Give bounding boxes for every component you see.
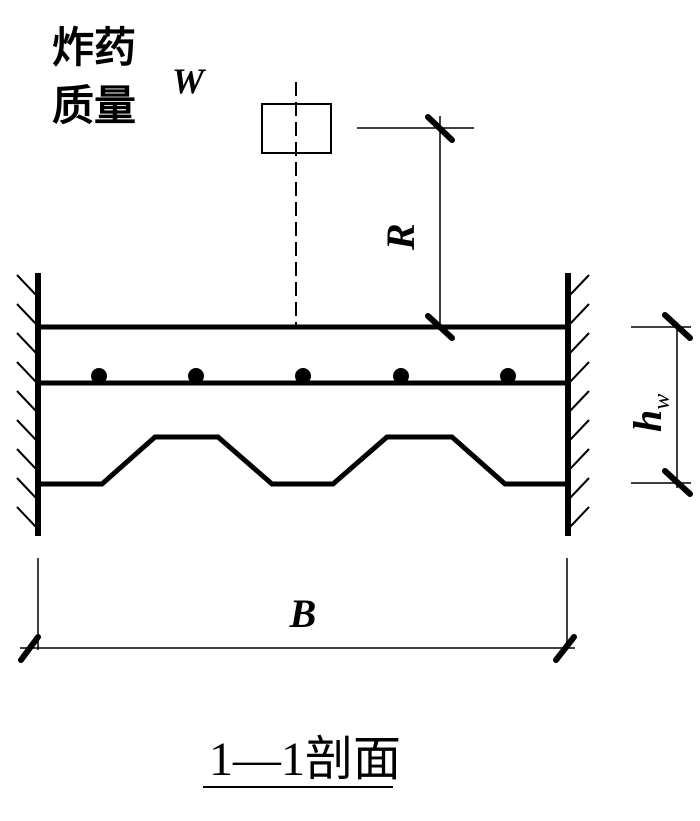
rebar-dot xyxy=(91,368,107,384)
hatch-stroke xyxy=(569,390,590,412)
hw-dimension: hw xyxy=(625,312,693,497)
b-tick-left xyxy=(18,634,41,663)
b-dimension: B xyxy=(18,558,577,663)
r-label: R xyxy=(378,223,423,251)
hatch-stroke xyxy=(569,477,590,499)
hatch-stroke xyxy=(16,332,37,354)
hatch-stroke xyxy=(16,361,37,383)
hatch-stroke xyxy=(16,506,37,528)
hatch-stroke xyxy=(569,303,590,325)
hatch-stroke xyxy=(16,390,37,412)
hw-label: hw xyxy=(625,394,675,432)
charge-label-line2: 质量 xyxy=(52,81,136,130)
hatch-stroke xyxy=(569,419,590,441)
hw-label-subscript: w xyxy=(649,394,675,410)
hatch-stroke xyxy=(16,274,37,296)
rebar-dot xyxy=(188,368,204,384)
hatch-stroke xyxy=(569,274,590,296)
rebar-dot xyxy=(295,368,311,384)
charge-symbol-w: W xyxy=(172,61,207,101)
right-wall xyxy=(565,273,590,536)
r-dimension: R xyxy=(357,114,474,341)
hatch-stroke xyxy=(16,477,37,499)
section-title: 1—1剖面 xyxy=(209,733,401,786)
hw-tick-bottom xyxy=(662,468,693,497)
right-wall-hatching xyxy=(569,274,590,528)
hw-tick-top xyxy=(662,312,693,341)
rebar-dot xyxy=(393,368,409,384)
hatch-stroke xyxy=(16,448,37,470)
r-tick-top xyxy=(425,114,455,143)
rebar-dots xyxy=(91,368,516,384)
hatch-stroke xyxy=(16,303,37,325)
profiled-steel-deck xyxy=(38,434,568,487)
hatch-stroke xyxy=(16,419,37,441)
rebar-dot xyxy=(500,368,516,384)
hatch-stroke xyxy=(569,361,590,383)
hatch-stroke xyxy=(569,506,590,528)
hatch-stroke xyxy=(569,448,590,470)
charge-label-line1: 炸药 xyxy=(52,23,136,72)
left-wall-hatching xyxy=(16,274,37,528)
b-label: B xyxy=(289,591,317,636)
left-wall xyxy=(16,273,41,536)
b-tick-right xyxy=(553,634,577,663)
hatch-stroke xyxy=(569,332,590,354)
hw-label-main: h xyxy=(625,410,670,432)
